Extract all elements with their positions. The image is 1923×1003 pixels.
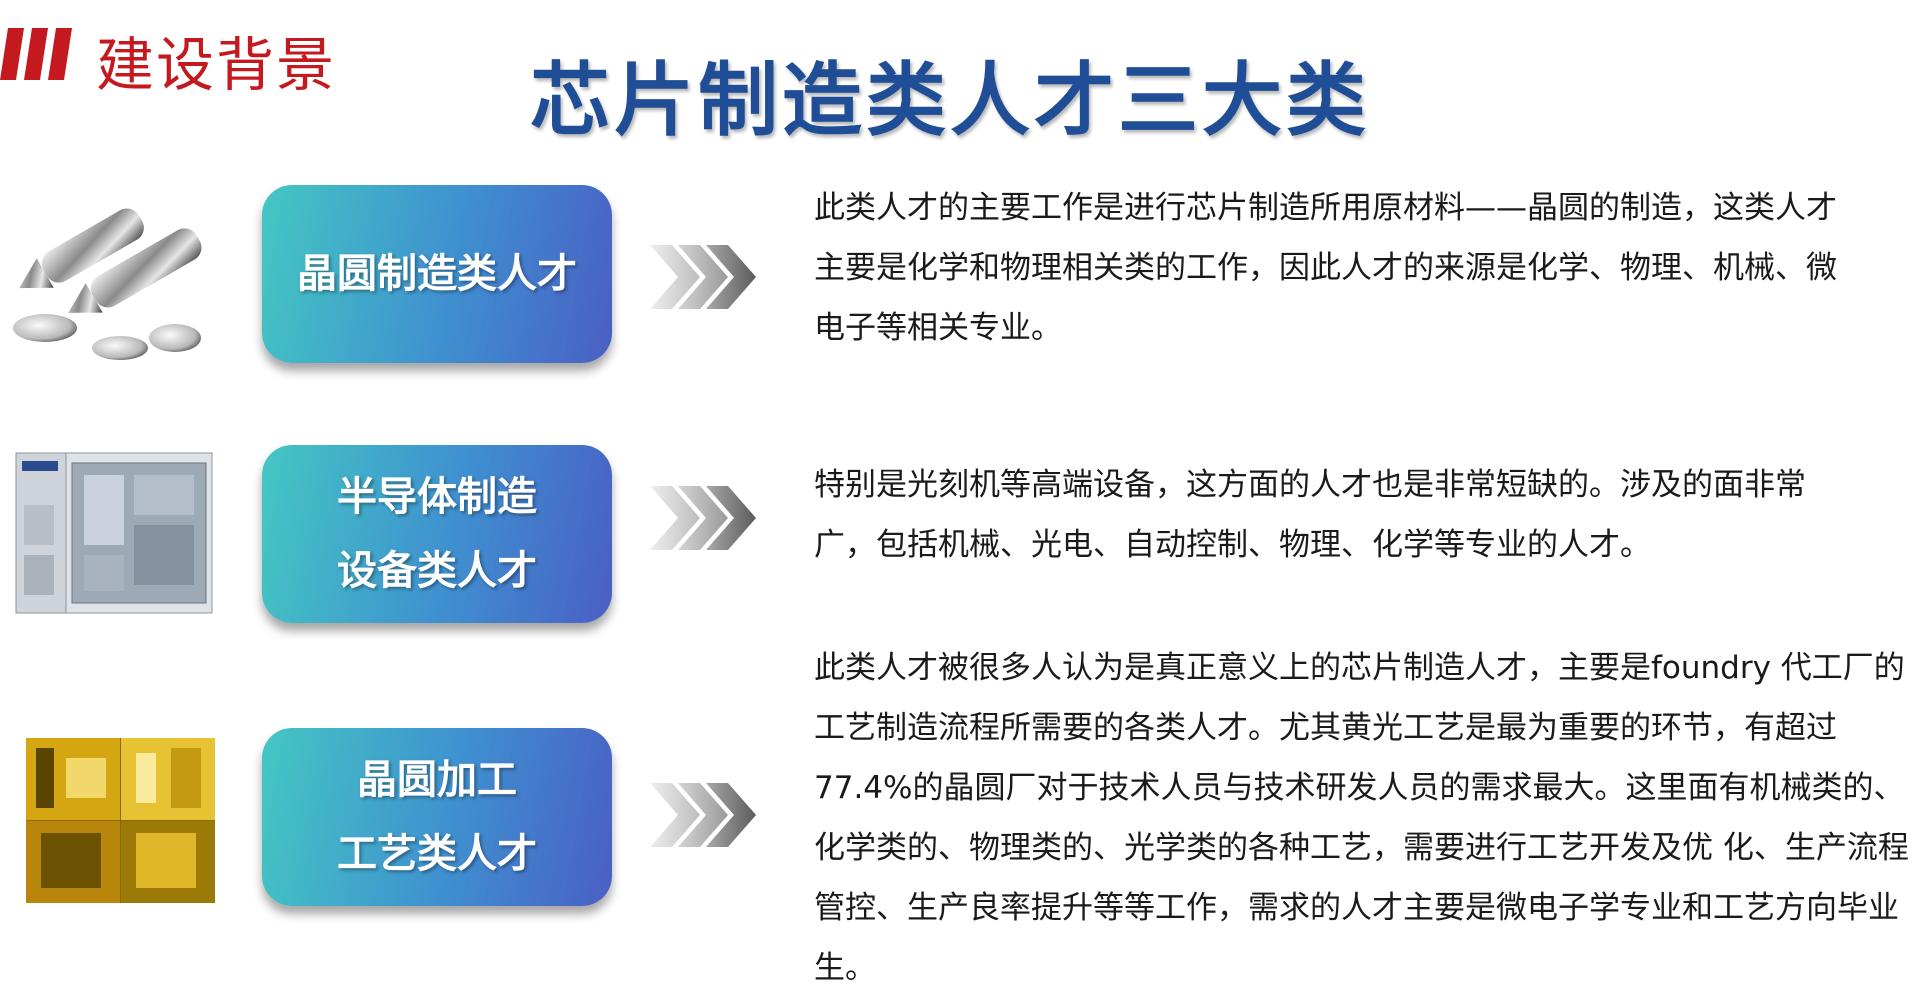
triple-chevron-right-icon [650,245,756,309]
wafer-ingot-image [10,188,215,368]
category-wafer-manufacturing: 晶圆制造类人才 [262,185,612,363]
lithography-machine-image [14,445,214,620]
category-line: 设备类人才 [337,548,537,594]
description-wafer-process: 此类人才被很多人认为是真正意义上的芯片制造人才，主要是foundry 代工厂的工… [814,650,1909,986]
description-semiconductor-equipment: 特别是光刻机等高端设备，这方面的人才也是非常短缺的。涉及的面非常广，包括机械、光… [814,467,1806,563]
category-line: 晶圆制造类人才 [297,251,577,297]
category-wafer-process: 晶圆加工 工艺类人才 [262,728,612,906]
section-marker-icon [0,28,72,80]
triple-chevron-right-icon [650,486,756,550]
page-title: 芯片制造类人才三大类 [530,54,1370,147]
category-line: 晶圆加工 [357,757,517,803]
fab-cleanroom-image [26,738,215,903]
category-line: 半导体制造 [337,474,537,520]
triple-chevron-right-icon [650,783,756,847]
description-wafer-manufacturing: 此类人才的主要工作是进行芯片制造所用原材料——晶圆的制造，这类人才主要是化学和物… [814,190,1837,346]
section-title: 建设背景 [96,31,337,99]
category-line: 工艺类人才 [337,831,537,877]
category-semiconductor-equipment: 半导体制造 设备类人才 [262,445,612,623]
